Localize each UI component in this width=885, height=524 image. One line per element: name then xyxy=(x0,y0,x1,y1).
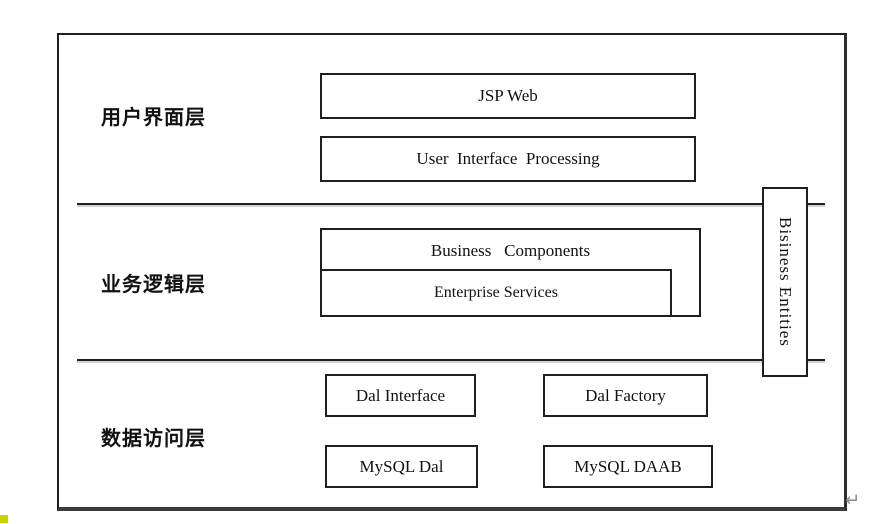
business-entities-vertical-label: Bisiness Entities xyxy=(776,217,795,347)
box-business-entities: Bisiness Entities xyxy=(762,187,808,377)
layer-divider-top xyxy=(77,203,825,205)
box-mysql-daab: MySQL DAAB xyxy=(543,445,713,488)
box-mysql-dal: MySQL Dal xyxy=(325,445,478,488)
box-dal-factory: Dal Factory xyxy=(543,374,708,417)
box-dal-interface: Dal Interface xyxy=(325,374,476,417)
layer-label-data-access: 数据访问层 xyxy=(101,428,206,450)
layer-divider-bottom xyxy=(77,359,825,361)
layer-label-user-interface: 用户界面层 xyxy=(101,107,206,129)
paragraph-return-mark: ↵ xyxy=(845,490,861,511)
corner-artifact xyxy=(0,515,8,523)
box-enterprise-services: Enterprise Services xyxy=(320,269,672,317)
layer-label-business-logic: 业务逻辑层 xyxy=(101,274,206,296)
box-user-interface-processing: User Interface Processing xyxy=(320,136,696,182)
box-jsp-web: JSP Web xyxy=(320,73,696,119)
